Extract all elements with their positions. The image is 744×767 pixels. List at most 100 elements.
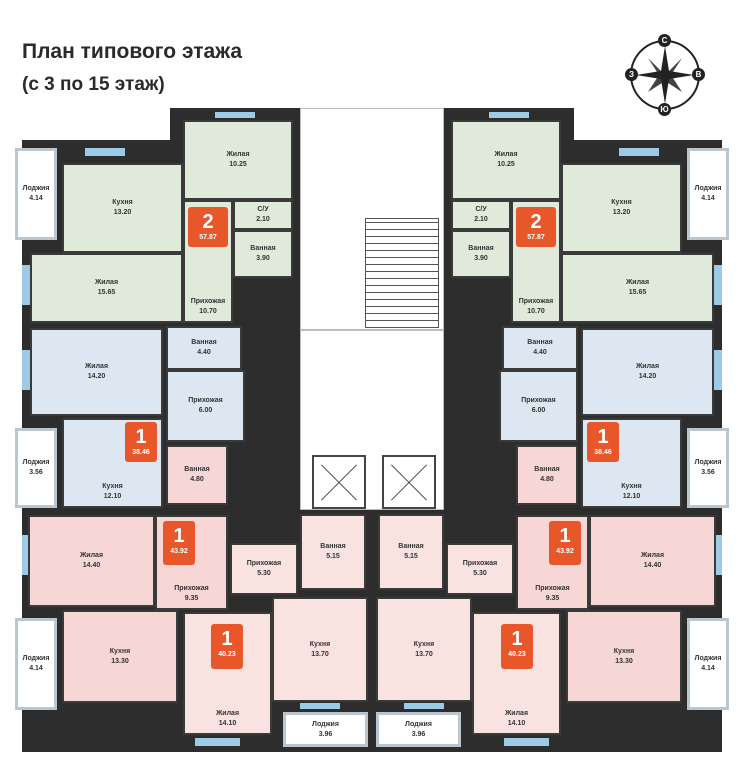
room-area: 13.70 [415, 650, 433, 658]
room-area: 10.70 [199, 308, 217, 315]
room-name: Лоджия [694, 655, 722, 662]
room-area: 13.30 [111, 657, 129, 665]
room-area: 4.80 [190, 476, 204, 483]
room-area: 3.90 [474, 255, 488, 262]
room-label: Ванная 4.40 [168, 338, 240, 358]
room-name: Ванная [184, 466, 210, 473]
window [300, 703, 340, 709]
room-name: Жилая [635, 363, 660, 370]
apartment-rooms-count: 1 [597, 426, 609, 448]
room-area: 3.96 [411, 730, 426, 738]
apartment-area: 38.46 [594, 449, 612, 456]
room-area: 2.10 [474, 216, 488, 223]
apartment-area: 43.92 [556, 548, 574, 555]
window [195, 738, 240, 746]
room-name: Прихожая [174, 585, 209, 592]
window [22, 265, 30, 305]
room-name: Жилая [226, 151, 250, 158]
room-name: Лоджия [22, 655, 50, 662]
room-area: 3.56 [701, 469, 715, 476]
room-label: Прихожая 6.00 [501, 396, 576, 416]
room-name: Прихожая [521, 397, 556, 404]
room: Кухня 13.70 [376, 597, 472, 702]
room: Жилая 14.40 [28, 515, 155, 607]
compass-rose-icon: С З В Ю [622, 32, 708, 118]
room-name: Кухня [611, 199, 632, 206]
apartment-rooms-count: 1 [135, 426, 147, 448]
room-name: Ванная [398, 543, 424, 550]
room-name: Жилая [79, 552, 104, 559]
room-name: Ванная [191, 339, 217, 346]
room-area: 3.56 [29, 469, 43, 476]
apartment-rooms-count: 1 [511, 628, 523, 650]
room-area: 14.40 [643, 562, 662, 569]
room-name: Жилая [504, 710, 529, 717]
room-label: Кухня 13.70 [378, 640, 470, 660]
room-label: Жилая 14.40 [591, 551, 714, 571]
room-name: С/У [257, 206, 269, 213]
room-area: 15.65 [97, 289, 116, 296]
apartment-rooms-count: 1 [173, 525, 185, 547]
apartment-rooms-count: 2 [202, 211, 214, 233]
room-area: 4.40 [197, 349, 211, 356]
room-name: Жилая [640, 552, 665, 559]
room-name: Прихожая [462, 560, 498, 567]
elevator-shaft [382, 455, 436, 509]
room-label: Прихожая 10.70 [513, 297, 559, 317]
room-area: 10.70 [527, 308, 545, 315]
room: Жилая 14.40 [589, 515, 716, 607]
room-area: 15.65 [628, 289, 647, 296]
room-name: С/У [475, 206, 487, 213]
apartment-area: 38.46 [132, 449, 150, 456]
room-name: Лоджия [312, 720, 339, 728]
room: Ванная 4.40 [166, 326, 242, 370]
window [404, 703, 444, 709]
page-subtitle: (с 3 по 15 этаж) [22, 74, 165, 95]
room-name: Кухня [413, 640, 435, 648]
room-area: 6.00 [531, 407, 546, 414]
room: Прихожая 6.00 [499, 370, 578, 442]
apartment-area: 40.23 [508, 651, 526, 658]
room-area: 13.70 [311, 650, 329, 658]
room-name: Прихожая [518, 298, 554, 305]
room-area: 4.14 [701, 195, 715, 202]
room-area: 9.35 [184, 595, 199, 602]
room: Ванная 4.80 [166, 445, 228, 505]
room-area: 5.30 [257, 570, 271, 577]
room-area: 14.40 [82, 562, 101, 569]
apartment-rooms-count: 1 [559, 525, 571, 547]
